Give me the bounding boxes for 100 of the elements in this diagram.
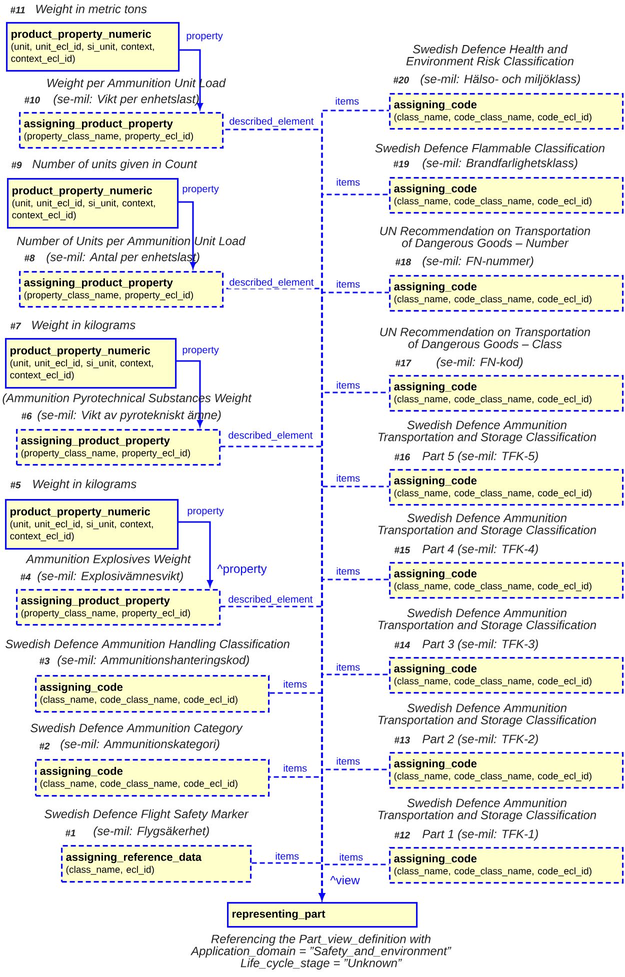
reference-number: #12: [394, 832, 410, 838]
connector: [177, 201, 196, 269]
node-label: Part 5 (se-mil: TFK-5): [422, 451, 538, 463]
edge-label: property: [181, 184, 220, 196]
node-label: Referencing the Part_view_definition with Application_domain = ”Safety_and_environment” Life_cycle_stage = ”Unknown”: [190, 934, 452, 970]
reference-number: #3: [40, 658, 50, 664]
entity-box: product_property_numeric (unit, unit_ecl_id, si_unit, context, context_ecl_id): [5, 499, 179, 550]
node-label: UN Recommendation on Transportation of Dangerous Goods – Class: [380, 327, 590, 351]
reference-number: #2: [40, 742, 50, 750]
node-label: Weight in metric tons: [36, 4, 147, 16]
edge-label: items: [338, 852, 364, 862]
reference-number: #20: [394, 76, 409, 84]
role-label: ^property: [216, 564, 268, 576]
entity-box: representing_part: [227, 902, 418, 928]
reference-number: #11: [10, 6, 25, 14]
node-label: (se-mil: Brandfarlighetsklass): [422, 158, 578, 170]
node-label: (se-mil: Vikt per enhetslast): [54, 94, 199, 106]
reference-number: #4: [20, 574, 31, 580]
edge-label: items: [335, 566, 362, 576]
entity-box: assigning_code (class_name, code_class_name, code_ecl_id): [35, 759, 270, 797]
edge-label: items: [335, 662, 362, 672]
entity-box: assigning_reference_data (class_name, ecl_id): [61, 845, 252, 883]
node-label: Weight in kilograms: [33, 479, 136, 491]
entity-box: assigning_code (class_name, code_class_name, code_ecl_id): [389, 375, 624, 412]
node-label: Swedish Defence Ammunition Transportation and Storage Classification: [378, 798, 596, 822]
entity-box: assigning_product_property (property_class_name, property_ecl_id): [16, 429, 221, 466]
node-label: Swedish Defence Flammable Classification: [375, 144, 604, 152]
node-label: Weight in kilograms: [32, 320, 136, 332]
reference-number: #19: [394, 160, 409, 168]
reference-number: #17: [396, 360, 412, 366]
connector: [178, 49, 203, 110]
entity-box: assigning_code (class_name, code_class_name, code_ecl_id): [389, 562, 624, 599]
edge-label: items: [334, 96, 360, 106]
node-label: (se-mil: Flygsäkerhet): [94, 826, 209, 838]
node-label: Swedish Defence Ammunition Transportation and Storage Classification: [378, 513, 596, 537]
node-label: Part 3 (se-mil: TFK-3): [422, 639, 538, 651]
connector: [177, 521, 213, 587]
reference-number: #10: [24, 96, 40, 104]
edge-label: items: [335, 177, 362, 187]
node-label: (se-mil: FN-nummer): [422, 256, 534, 268]
entity-box: assigning_product_property (property_class_name, property_ecl_id): [16, 589, 221, 626]
node-label: (se-mil: FN-kod): [436, 357, 523, 369]
node-label: Part 1 (se-mil: TFK-1): [422, 829, 538, 841]
entity-box: assigning_product_property (property_class_name, property_ecl_id): [19, 271, 224, 308]
node-label: Swedish Defence Health and Environment Risk Classification: [406, 44, 574, 66]
role-label: ^view: [329, 874, 361, 886]
node-label: Swedish Defence Flight Safety Marker: [44, 809, 249, 821]
reference-number: #8: [24, 254, 35, 262]
node-label: Ammunition Explosives Weight: [26, 554, 192, 566]
node-label: Swedish Defence Ammunition Transportation and Storage Classification: [378, 420, 596, 444]
entity-box: assigning_code (class_name, code_class_name, code_ecl_id): [389, 275, 624, 312]
node-label: Swedish Defence Ammunition Transportation and Storage Classification: [378, 703, 596, 727]
edge-label: items: [274, 851, 300, 861]
node-label: Swedish Defence Ammunition Handling Classification: [6, 639, 290, 651]
edge-label: items: [335, 473, 362, 483]
reference-number: #13: [394, 736, 410, 744]
reference-number: #6: [22, 412, 32, 420]
edge-label: described_element: [227, 594, 314, 606]
edge-label: items: [335, 279, 362, 289]
reference-number: #7: [10, 322, 22, 330]
node-label: Swedish Defence Ammunition Transportation and Storage Classification: [378, 608, 596, 632]
entity-box: assigning_code (class_name, code_class_name, code_ecl_id): [389, 469, 624, 506]
node-label: Number of units given in Count: [32, 159, 198, 171]
entity-box: product_property_numeric (unit, unit_ecl_id, si_unit, context, context_ecl_id): [5, 338, 177, 389]
edge-label: described_element: [228, 277, 315, 289]
edge-label: described_element: [227, 430, 314, 442]
edge-label: items: [335, 756, 362, 766]
node-label: (se-mil: Hälso- och miljöklass): [420, 74, 580, 86]
entity-box: assigning_code (class_name, code_class_name, code_ecl_id): [389, 657, 624, 694]
node-label: Number of Units per Ammunition Unit Load: [17, 236, 246, 248]
edge-label: property: [185, 32, 224, 42]
edge-label: property: [186, 506, 225, 518]
entity-box: assigning_product_property (property_class_name, property_ecl_id): [19, 112, 224, 149]
node-label: (se-mil: Explosivämnesvikt): [38, 571, 183, 583]
entity-box: assigning_code (class_name, code_class_name, code_ecl_id): [389, 177, 624, 214]
node-label: Part 2 (se-mil: TFK-2): [422, 734, 538, 746]
edge-label: items: [282, 763, 308, 773]
reference-number: #9: [12, 162, 22, 168]
node-label: UN Recommendation on Transportation of Dangerous Goods – Number: [380, 226, 590, 250]
connector: [175, 360, 203, 427]
reference-number: #15: [394, 546, 410, 554]
reference-number: #1: [66, 830, 76, 836]
entity-box: assigning_code (class_name, code_class_name, code_ecl_id): [389, 847, 624, 884]
edge-label: described_element: [228, 116, 315, 128]
reference-number: #18: [396, 258, 412, 266]
entity-box: product_property_numeric (unit, unit_ecl_id, si_unit, context, context_ecl_id): [7, 178, 179, 229]
edge-label: items: [282, 679, 308, 689]
entity-box: product_property_numeric (unit, unit_ecl_id, si_unit, context, context_ecl_id): [6, 22, 180, 72]
reference-number: #16: [394, 454, 410, 460]
edge-label: property: [181, 346, 220, 356]
reference-number: #5: [10, 482, 21, 488]
node-label: Swedish Defence Ammunition Category: [30, 723, 243, 735]
entity-box: assigning_code (class_name, code_class_name, code_ecl_id): [389, 93, 624, 130]
edge-label: items: [335, 380, 362, 390]
entity-box: assigning_code (class_name, code_class_name, code_ecl_id): [35, 675, 270, 713]
node-label: Part 4 (se-mil: TFK-4): [422, 544, 538, 556]
node-label: (se-mil: Ammunitionshanteringskod): [58, 655, 249, 667]
reference-number: #14: [394, 642, 410, 648]
node-label: (se-mil: Ammunitionskategori): [60, 739, 220, 751]
entity-box: assigning_code (class_name, code_class_name, code_ecl_id): [389, 752, 624, 789]
